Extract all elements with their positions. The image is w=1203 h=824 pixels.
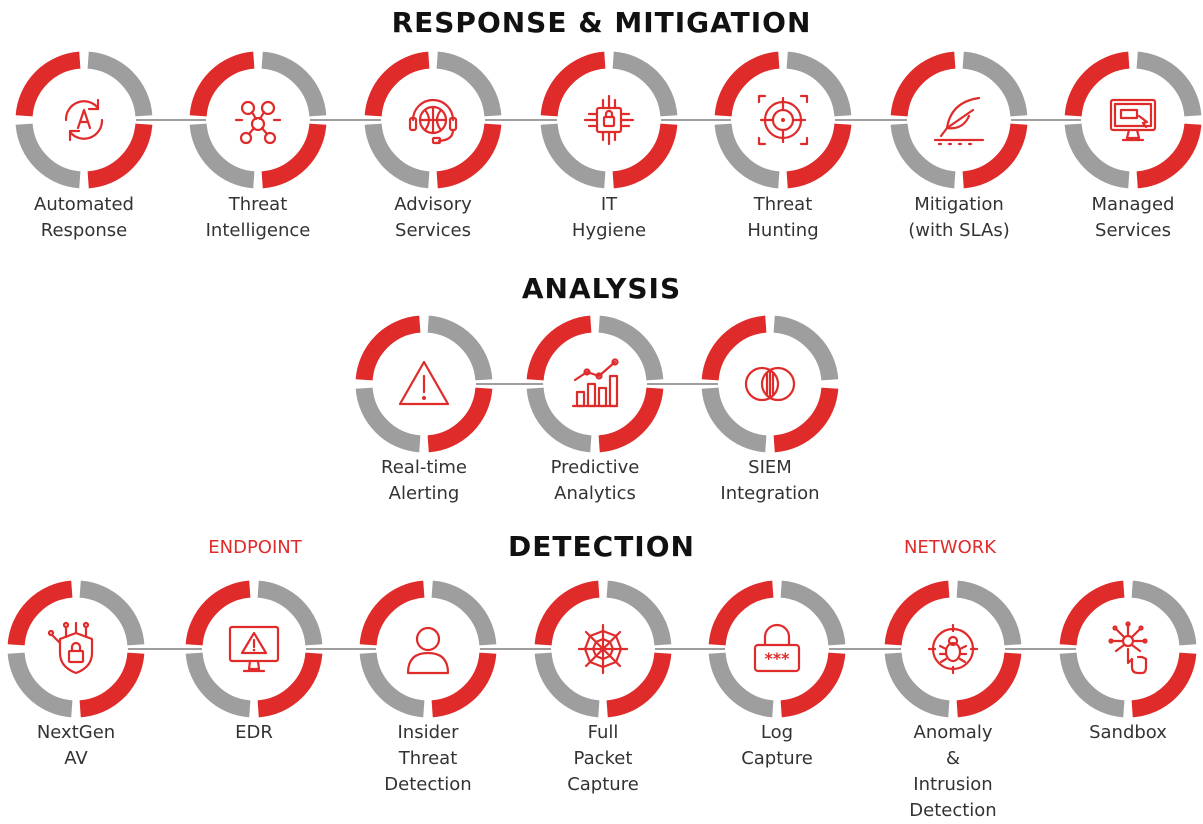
capability-label-line: AV [64, 748, 88, 769]
capability-label-line: Detection [909, 800, 997, 821]
capability-node [184, 579, 324, 719]
analysis-title: ANALYSIS [521, 272, 682, 305]
predictive-analytics-chart-icon [571, 358, 619, 408]
threat-hunting-crosshair-icon [757, 94, 809, 146]
detection-title: DETECTION [508, 530, 695, 563]
capability-label-line: Packet [573, 748, 633, 769]
mitigation-feather-icon [933, 96, 985, 146]
capability-label-line: Services [1095, 220, 1171, 241]
siem-venn-icon [744, 366, 796, 402]
capability-node [354, 314, 494, 454]
capability-label: IT Hygiene [534, 192, 684, 244]
capability-node [6, 579, 146, 719]
capability-label-line: Capture [741, 748, 813, 769]
capability-node [525, 314, 665, 454]
capability-label-line: & [945, 748, 961, 769]
capability-label-line: Intrusion [913, 774, 993, 795]
capability-label-line: Insider [397, 722, 459, 743]
capability-label: Sandbox [1053, 720, 1203, 746]
capability-node [358, 579, 498, 719]
capability-label-line: Analytics [554, 483, 636, 504]
insider-user-icon [406, 626, 450, 675]
capability-node [1063, 50, 1203, 190]
capability-node [363, 50, 503, 190]
capability-label-line: Sandbox [1089, 722, 1167, 743]
capability-label-line: Automated [34, 194, 134, 215]
capability-label-line: (with SLAs) [908, 220, 1010, 241]
capability-label-line: Hunting [747, 220, 819, 241]
capability-label-line: Mitigation [914, 194, 1004, 215]
automated-response-icon [64, 98, 104, 142]
capability-node: *** [707, 579, 847, 719]
capability-label-line: Predictive [550, 457, 640, 478]
capability-node [1058, 579, 1198, 719]
capability-label-line: IT [600, 194, 618, 215]
capability-label-line: Full [587, 722, 619, 743]
capability-label-line: Intelligence [205, 220, 311, 241]
bug-target-icon [927, 623, 979, 675]
capability-node [889, 50, 1029, 190]
capability-label: Mitigation (with SLAs) [884, 192, 1034, 244]
capability-label-line: Integration [720, 483, 820, 504]
capability-label-line: SIEM [748, 457, 792, 478]
capability-node [883, 579, 1023, 719]
network-label: NETWORK [903, 537, 997, 558]
capability-label: SIEM Integration [695, 455, 845, 507]
advisory-headset-icon [408, 98, 458, 145]
sandbox-hand-icon [1108, 621, 1148, 675]
edr-monitor-warning-icon [228, 625, 280, 673]
capability-node [533, 579, 673, 719]
threat-intelligence-icon [234, 100, 282, 145]
capability-label-line: Response [40, 220, 128, 241]
capability-label-line: Threat [398, 748, 458, 769]
endpoint-label: ENDPOINT [208, 537, 302, 558]
capability-label-line: Managed [1091, 194, 1175, 215]
alert-triangle-icon [398, 360, 450, 406]
capability-label-line: Alerting [388, 483, 460, 504]
capability-label-line: Advisory [394, 194, 472, 215]
capability-label-line: Detection [384, 774, 472, 795]
capability-node [539, 50, 679, 190]
capability-label: EDR [179, 720, 329, 746]
capability-label-line: Threat [753, 194, 813, 215]
capability-label-line: Anomaly [913, 722, 993, 743]
shield-lock-icon [47, 621, 94, 675]
capability-label-line: Threat [228, 194, 288, 215]
capability-label-line: Capture [567, 774, 639, 795]
capability-label-line: Services [395, 220, 471, 241]
capability-node [713, 50, 853, 190]
it-hygiene-chip-icon [583, 94, 635, 146]
password-lock-icon: *** [753, 623, 801, 673]
capability-label-line: NextGen [36, 722, 116, 743]
capability-label-line: Log [760, 722, 794, 743]
capability-node [188, 50, 328, 190]
capability-node [700, 314, 840, 454]
spider-web-icon [577, 623, 629, 675]
capability-label-line: Real-time [381, 457, 467, 478]
svg-text:***: *** [764, 649, 790, 668]
response-mitigation-title: RESPONSE & MITIGATION [391, 6, 812, 39]
managed-services-monitor-icon [1109, 98, 1157, 142]
capability-label-line: Hygiene [571, 220, 647, 241]
capability-node [14, 50, 154, 190]
capability-label-line: EDR [235, 722, 273, 743]
